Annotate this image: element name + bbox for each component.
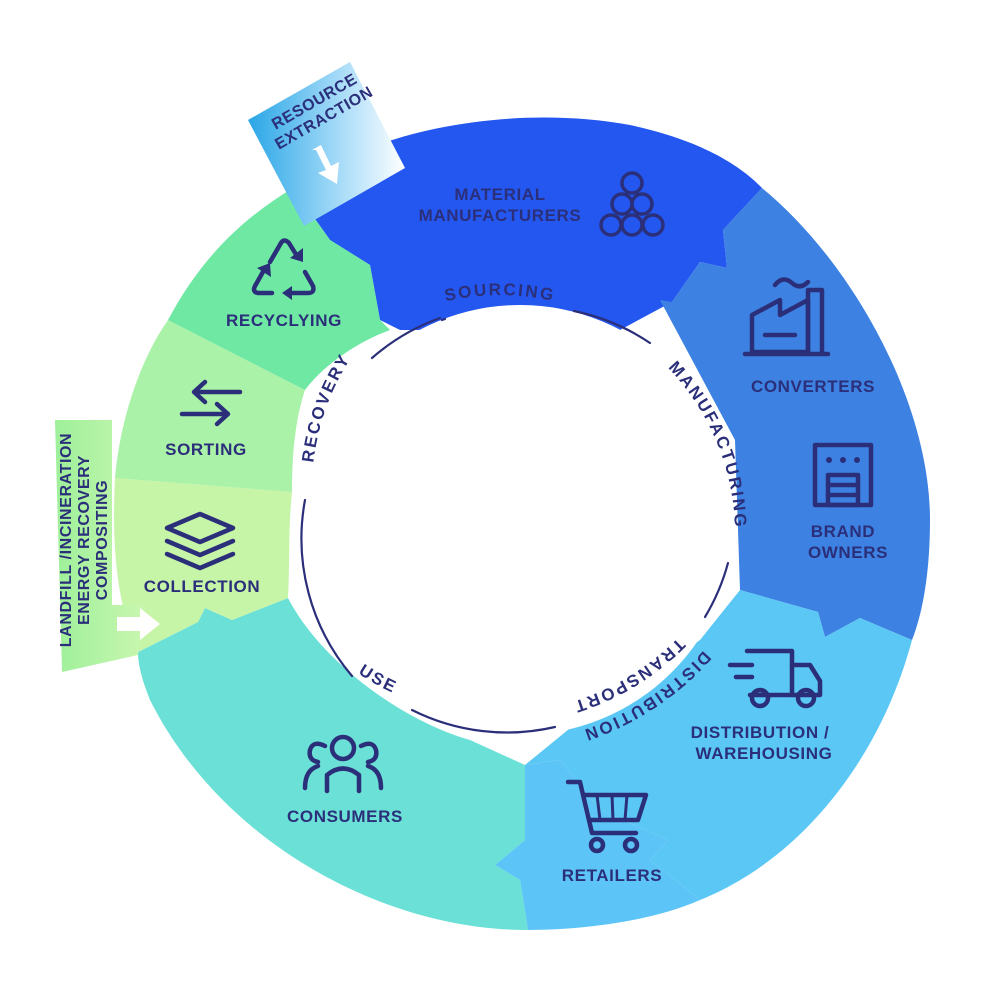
distribution-line1: DISTRIBUTION /: [691, 723, 830, 742]
collection-label: COLLECTION: [144, 577, 261, 596]
material-manufacturers-line2: MANUFACTURERS: [419, 206, 582, 225]
shop-shutter-icon: [812, 442, 874, 508]
recycling-label: RECYCLYING: [226, 311, 342, 330]
arrow-down-icon: [312, 145, 339, 184]
segment-sorting: SORTING: [165, 379, 247, 459]
delivery-truck-icon: [727, 648, 823, 709]
factory-icon: [742, 277, 831, 357]
shopping-cart-icon: [565, 779, 649, 854]
segment-collection: COLLECTION: [144, 511, 261, 596]
segment-recycling: RECYCLYING: [226, 238, 342, 330]
retailers-label: RETAILERS: [562, 866, 662, 885]
segment-bg-material-manufacturers: [293, 117, 762, 330]
segment-bg-converters-brand-owners: [660, 188, 930, 640]
swap-arrows-icon: [179, 379, 243, 427]
segment-bg-sorting: [115, 320, 305, 492]
people-icon: [302, 734, 384, 794]
consumers-label: CONSUMERS: [287, 807, 403, 826]
end-of-life-line1: LANDFILL /INCINERATION: [58, 433, 75, 647]
segment-distribution-warehousing: DISTRIBUTION / WAREHOUSING: [691, 648, 833, 763]
layers-icon: [164, 511, 236, 571]
arrow-right-icon: [117, 608, 160, 640]
segment-bg-consumers: [138, 598, 528, 930]
material-manufacturers-line1: MATERIAL: [454, 185, 545, 204]
end-of-life-line3: COMPOSITING: [94, 480, 111, 600]
brand-owners-line2: OWNERS: [808, 543, 888, 562]
distribution-line2: WAREHOUSING: [696, 744, 833, 763]
segment-bg-distribution: [525, 590, 912, 900]
stage-ring-line: [300, 309, 730, 734]
end-of-life-input: LANDFILL /INCINERATION ENERGY RECOVERY C…: [55, 420, 160, 672]
resource-extraction-input: RESOURCE EXTRACTION: [248, 62, 405, 226]
recycle-icon: [251, 238, 316, 300]
segment-converters: CONVERTERS: [742, 277, 875, 396]
end-of-life-line2: ENERGY RECOVERY: [76, 455, 93, 625]
segment-consumers: CONSUMERS: [287, 734, 403, 826]
inner-circle: [305, 305, 735, 735]
segment-retailers: RETAILERS: [562, 779, 662, 885]
stacked-pipes-icon: [599, 171, 665, 237]
segment-bg-retailers: [495, 760, 700, 930]
ring-segments: [114, 117, 930, 930]
segment-material-manufacturers: MATERIAL MANUFACTURERS: [419, 171, 665, 237]
segment-brand-owners: BRAND OWNERS: [808, 442, 888, 562]
converters-label: CONVERTERS: [751, 377, 875, 396]
brand-owners-line1: BRAND: [811, 522, 875, 541]
segment-bg-recycling: [168, 188, 390, 390]
sorting-label: SORTING: [165, 440, 247, 459]
